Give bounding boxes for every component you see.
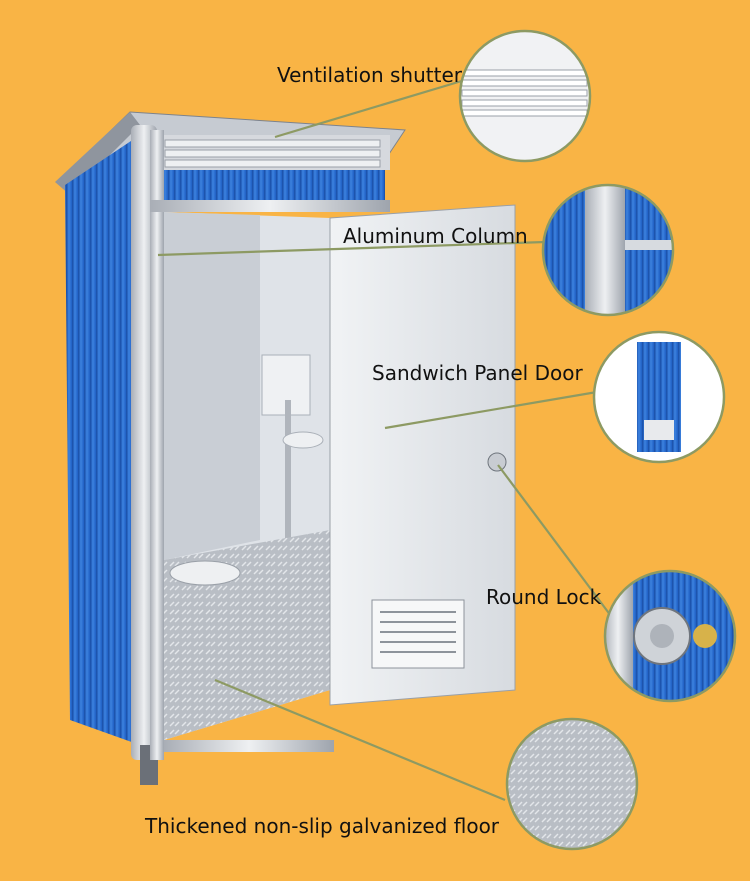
label-floor: Thickened non-slip galvanized floor	[145, 814, 500, 838]
label-ventilation-shutter: Ventilation shutter	[277, 63, 462, 87]
zoom-sandwich-panel-door	[592, 330, 726, 464]
zoom-round-lock	[603, 569, 737, 703]
lock-knob-icon	[487, 452, 507, 472]
open-door	[329, 204, 516, 706]
zoom-ventilation-shutter	[458, 29, 592, 163]
label-sandwich-panel-door: Sandwich Panel Door	[372, 361, 583, 385]
leader-lines	[157, 78, 618, 802]
front-frame	[150, 130, 390, 760]
side-wall	[65, 125, 158, 785]
zoom-floor	[505, 717, 639, 851]
label-aluminum-column: Aluminum Column	[343, 224, 528, 248]
interior	[164, 212, 334, 752]
label-round-lock: Round Lock	[486, 585, 602, 609]
zoom-aluminum-column	[541, 183, 675, 317]
